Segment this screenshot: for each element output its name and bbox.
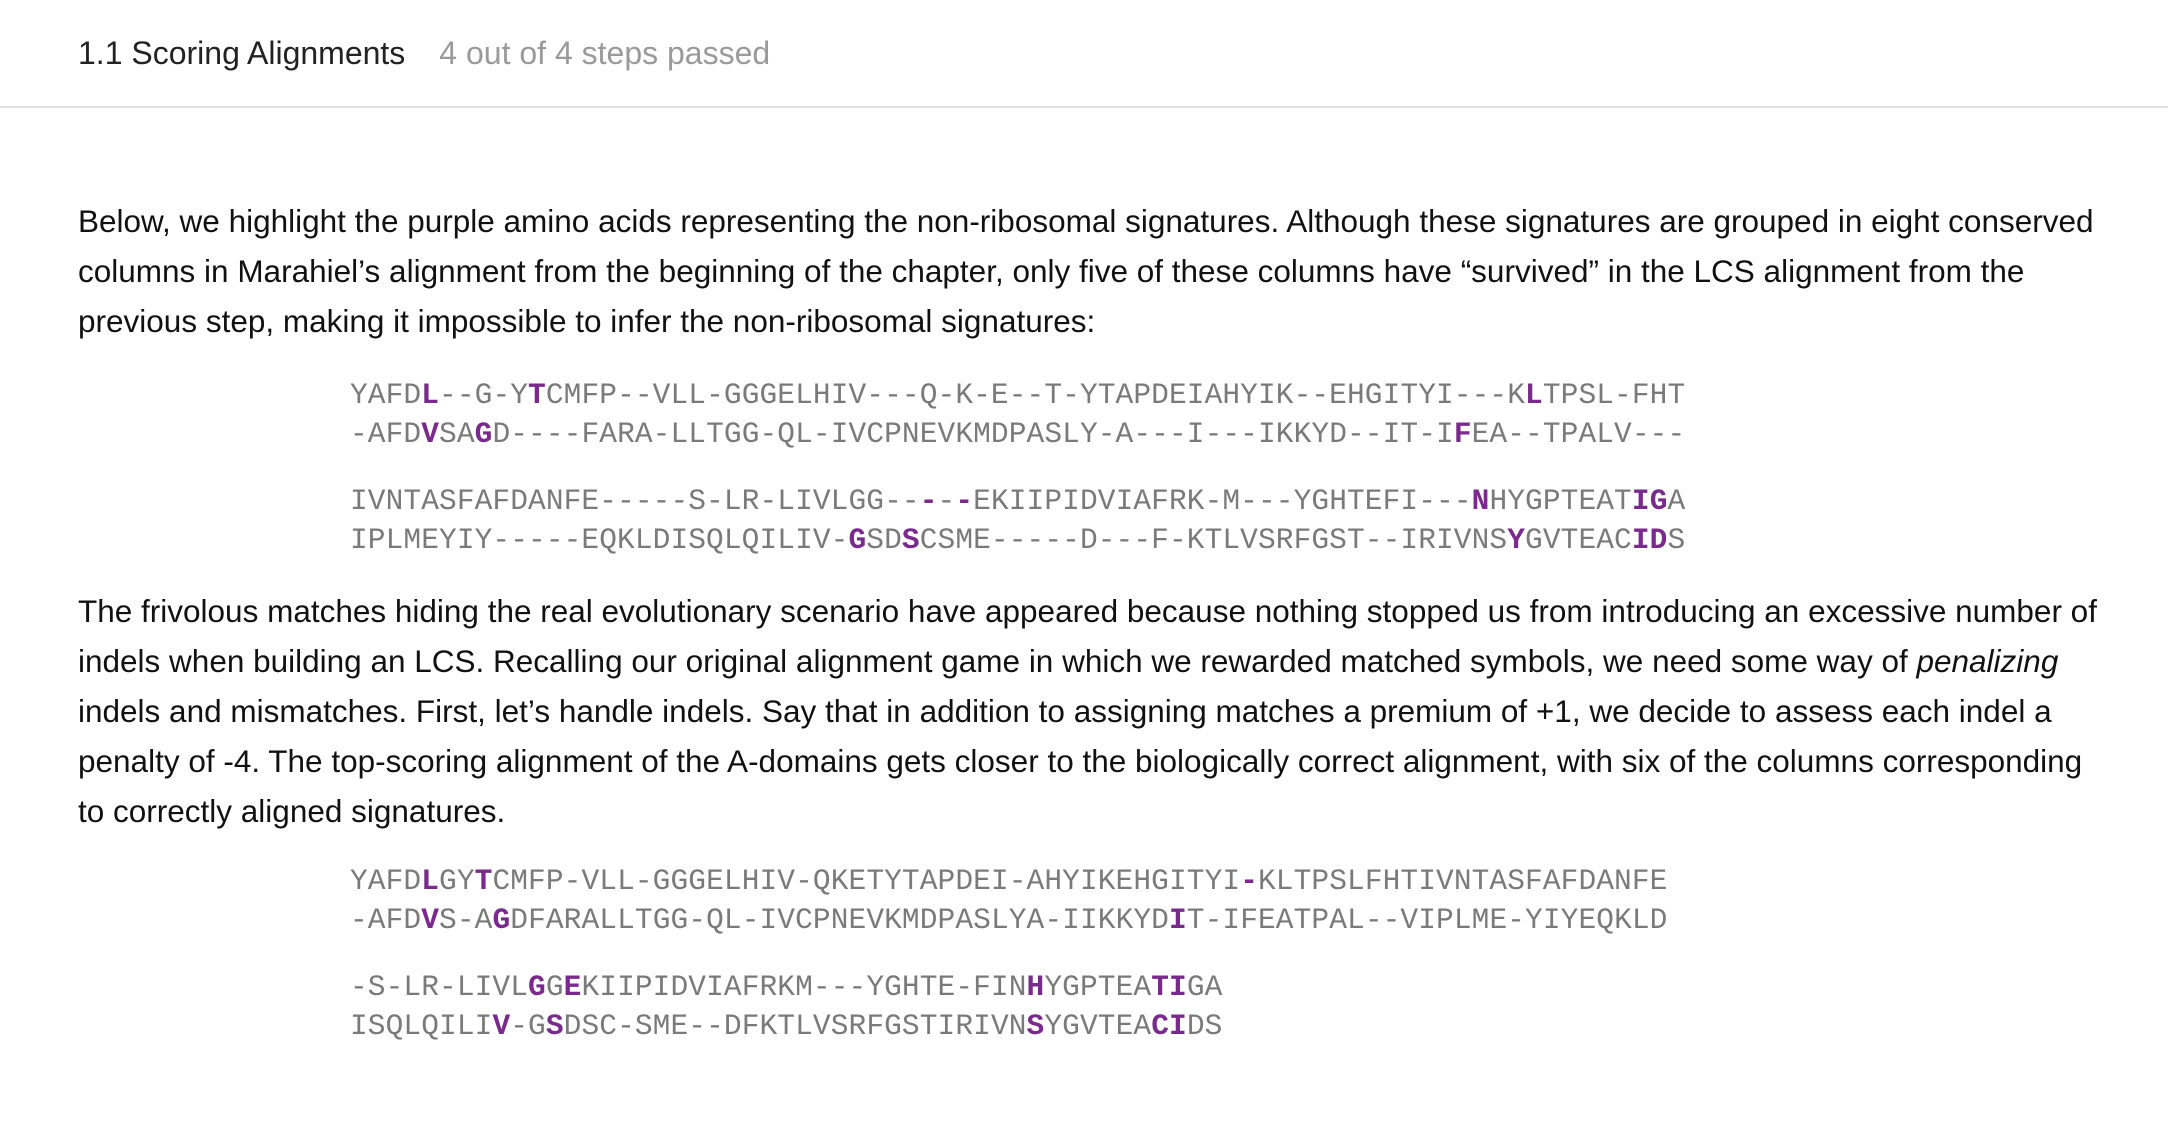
signature-residue: G (1649, 484, 1668, 518)
signature-residue: I (1631, 484, 1650, 518)
signature-residue: L (1525, 378, 1543, 412)
paragraph-text: indels and mismatches. First, let’s hand… (78, 693, 2083, 829)
emphasized-word: penalizing (1916, 643, 2059, 679)
signature-residue: T (1151, 970, 1169, 1004)
signature-residue: I (1168, 903, 1187, 937)
lesson-header: 1.1 Scoring Alignments 4 out of 4 steps … (0, 0, 2168, 108)
signature-residue: T (474, 864, 493, 898)
signature-residue: - (919, 484, 938, 518)
signature-residue: V (421, 903, 440, 937)
signature-residue: H (1026, 970, 1045, 1004)
alignment-block: -S-LR-LIVLGGEKIIPIDVIAFRKM---YGHTE-FINHY… (350, 968, 2114, 1046)
alignment-block: YAFDLGYTCMFP-VLL-GGGELHIV-QKETYTAPDEI-AH… (350, 862, 2114, 940)
alignment-block: YAFDL--G-YTCMFP--VLL-GGGELHIV---Q-K-E--T… (350, 376, 2114, 454)
sequence-row: IVNTASFAFDANFE-----S-LR-LIVLGG-----EKIIP… (350, 484, 1686, 518)
lcs-alignment: YAFDL--G-YTCMFP--VLL-GGGELHIV---Q-K-E--T… (350, 376, 2114, 560)
sequence-row: IPLMEYIY-----EQKLDISQLQILIV-GSDSCSME----… (350, 523, 1686, 557)
alignment-block: IVNTASFAFDANFE-----S-LR-LIVLGG-----EKIIP… (350, 482, 2114, 560)
indel-penalty-paragraph: The frivolous matches hiding the real ev… (78, 586, 2114, 836)
signature-residue: - (1240, 864, 1258, 898)
signature-residue: C (1151, 1009, 1169, 1043)
signature-residue: V (421, 417, 440, 451)
steps-progress: 4 out of 4 steps passed (439, 34, 771, 71)
signature-residue: I (1631, 523, 1650, 557)
sequence-row: YAFDLGYTCMFP-VLL-GGGELHIV-QKETYTAPDEI-AH… (350, 864, 1668, 898)
sequence-row: YAFDL--G-YTCMFP--VLL-GGGELHIV---Q-K-E--T… (350, 378, 1686, 412)
sequence-row: -AFDVSAGD----FARA-LLTGG-QL-IVCPNEVKMDPAS… (350, 417, 1686, 451)
lesson-content: Below, we highlight the purple amino aci… (0, 108, 2168, 1046)
signature-residue: D (1649, 523, 1668, 557)
signature-residue: V (492, 1009, 511, 1043)
signature-residue: S (545, 1009, 564, 1043)
scored-alignment: YAFDLGYTCMFP-VLL-GGGELHIV-QKETYTAPDEI-AH… (350, 862, 2114, 1046)
signature-residue: N (1471, 484, 1490, 518)
signature-residue: F (1453, 417, 1472, 451)
signature-residue: L (421, 378, 440, 412)
signature-residue: L (421, 864, 440, 898)
signature-residue: - (955, 484, 974, 518)
paragraph-text: The frivolous matches hiding the real ev… (78, 593, 2097, 679)
sequence-row: -S-LR-LIVLGGEKIIPIDVIAFRKM---YGHTE-FINHY… (350, 970, 1223, 1004)
signature-residue: I (1169, 970, 1187, 1004)
signature-residue: G (474, 417, 493, 451)
signature-residue: S (1026, 1009, 1045, 1043)
lesson-title: 1.1 Scoring Alignments (78, 34, 406, 71)
signature-residue: E (563, 970, 582, 1004)
signature-residue: G (528, 970, 546, 1004)
sequence-row: -AFDVS-AGDFARALLTGG-QL-IVCPNEVKMDPASLYA-… (350, 903, 1668, 937)
signature-residue: G (492, 903, 511, 937)
sequence-row: ISQLQILIV-GSDSC-SME--DFKTLVSRFGSTIRIVNSY… (350, 1009, 1223, 1043)
signature-residue: T (528, 378, 546, 412)
signature-residue: Y (1507, 523, 1526, 557)
signature-residue: S (901, 523, 920, 557)
signature-residue: G (848, 523, 867, 557)
signature-residue: I (1169, 1009, 1187, 1043)
intro-paragraph: Below, we highlight the purple amino aci… (78, 203, 2094, 339)
